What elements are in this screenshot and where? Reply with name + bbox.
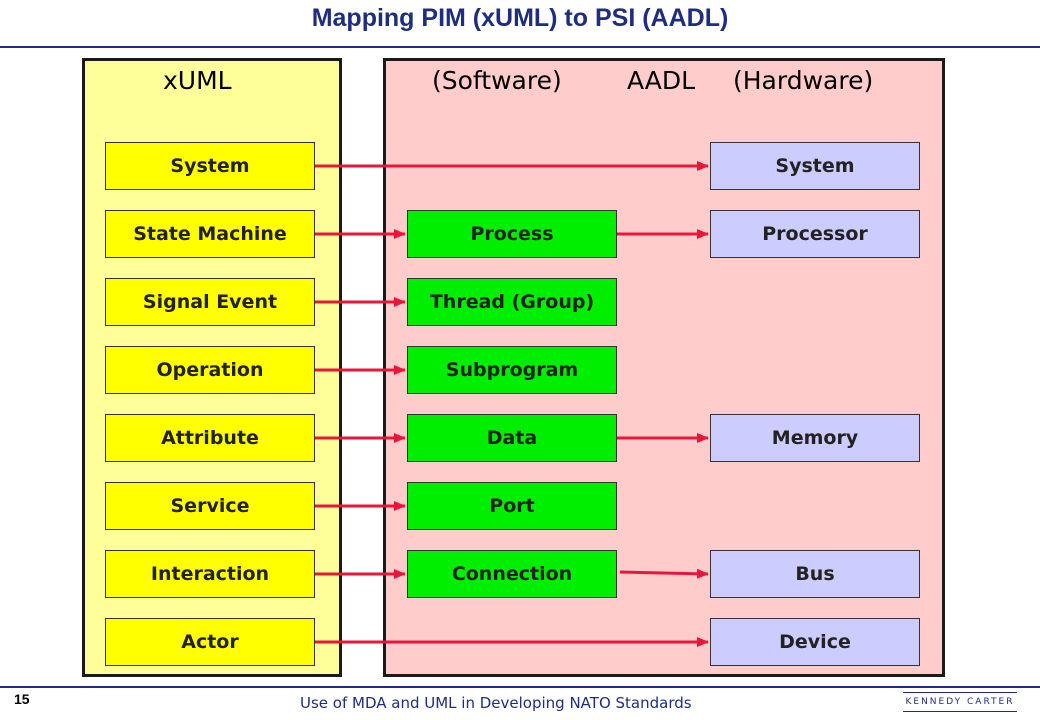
xuml-box-signal-event: Signal Event [105, 278, 315, 326]
page-number: 15 [14, 691, 30, 707]
page-title: Mapping PIM (xUML) to PSI (AADL) [311, 4, 729, 32]
xuml-box-service: Service [105, 482, 315, 530]
footer-divider [0, 686, 1040, 688]
arrow-connection-to-bus [619, 568, 709, 579]
hardware-box-processor: Processor [710, 210, 920, 258]
xuml-box-attribute: Attribute [105, 414, 315, 462]
software-box-thread-group: Thread (Group) [407, 278, 617, 326]
hardware-box-bus: Bus [710, 550, 920, 598]
software-box-port: Port [407, 482, 617, 530]
xuml-box-interaction: Interaction [105, 550, 315, 598]
hardware-box-device: Device [710, 618, 920, 666]
aadl-header: AADL [627, 66, 696, 95]
xuml-box-system: System [105, 142, 315, 190]
software-header: (Software) [432, 66, 562, 95]
software-box-data: Data [407, 414, 617, 462]
xuml-box-actor: Actor [105, 618, 315, 666]
hardware-header: (Hardware) [733, 66, 874, 95]
software-box-subprogram: Subprogram [407, 346, 617, 394]
hardware-box-system: System [710, 142, 920, 190]
footer-text: Use of MDA and UML in Developing NATO St… [300, 694, 692, 712]
hardware-box-memory: Memory [710, 414, 920, 462]
software-box-process: Process [407, 210, 617, 258]
xuml-box-state-machine: State Machine [105, 210, 315, 258]
title-divider [0, 46, 1040, 48]
company-logo: KENNEDY CARTER [903, 692, 1017, 712]
software-box-connection: Connection [407, 550, 617, 598]
xuml-header: xUML [163, 66, 232, 95]
xuml-box-operation: Operation [105, 346, 315, 394]
